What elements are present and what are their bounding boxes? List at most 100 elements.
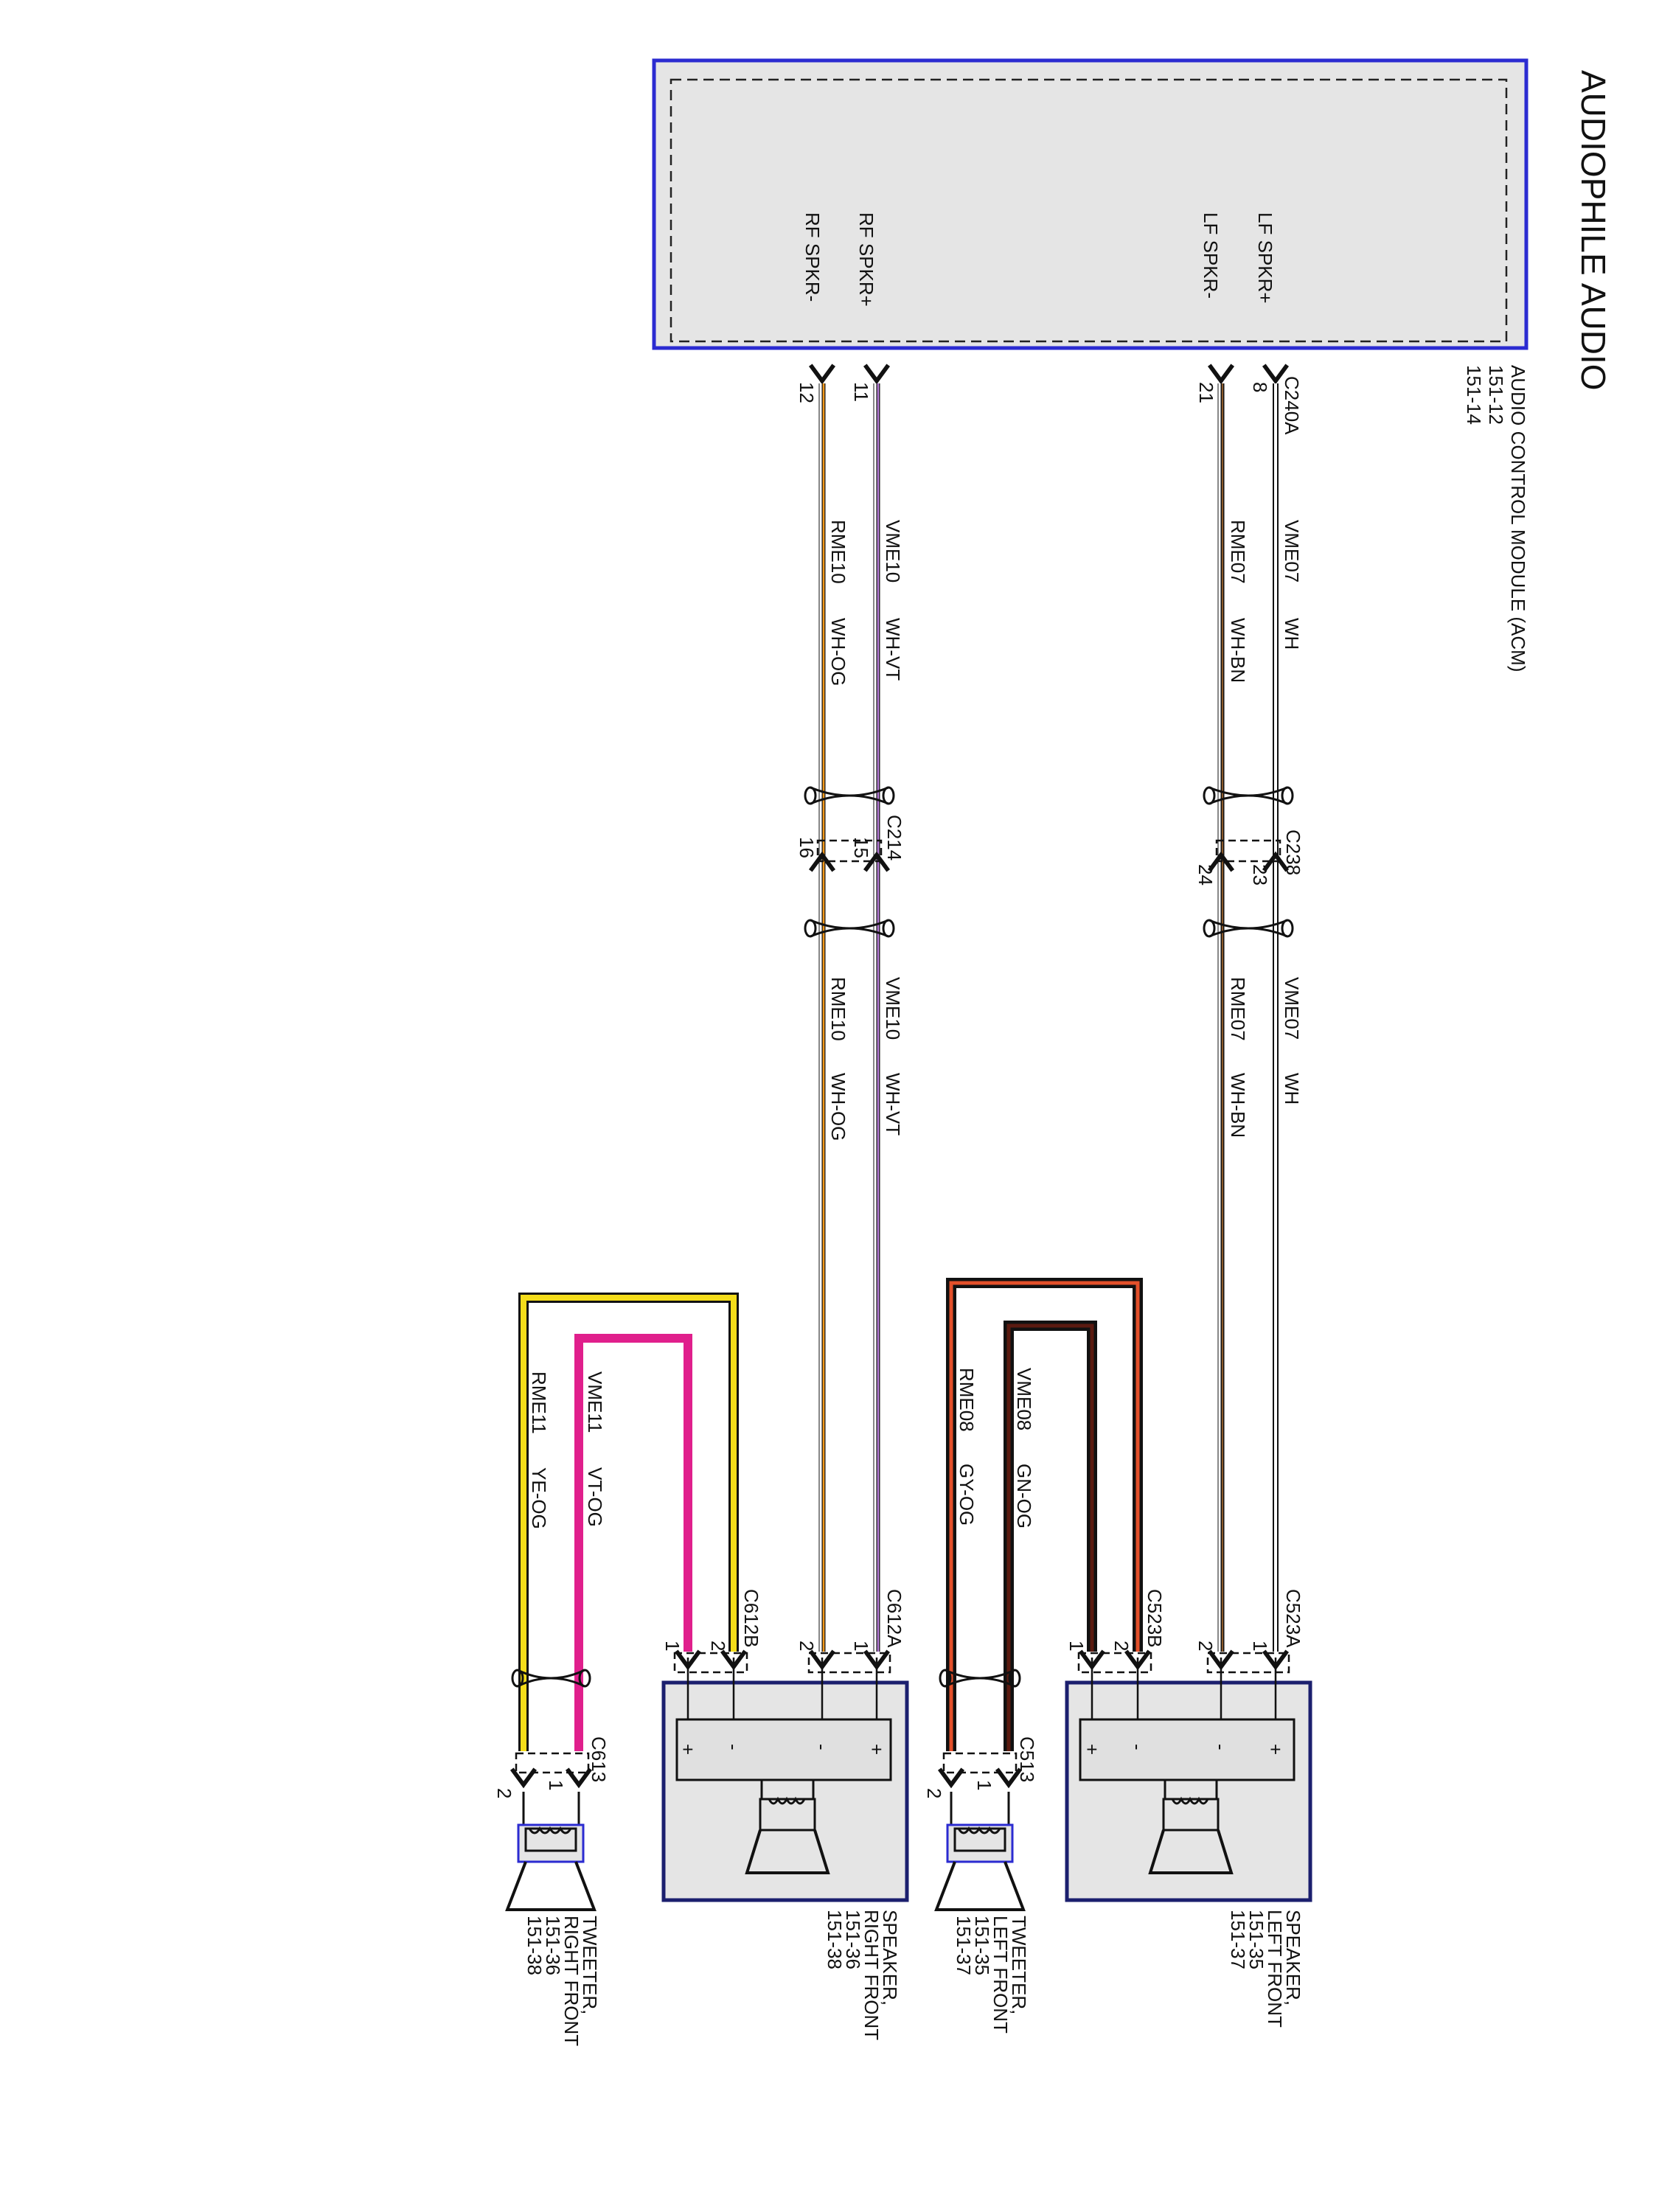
circuit-rf-plus-lower: VME10: [882, 977, 904, 1040]
circuit-rf-minus-upper: RME10: [827, 520, 849, 584]
circuit-rt-plus: VME11: [584, 1371, 606, 1433]
pin-label-rf-plus: RF SPKR+: [855, 212, 877, 307]
tweeter-lf-label-4: 151-37: [953, 1916, 975, 1975]
tweeter-rf-label-3: 151-36: [542, 1916, 564, 1975]
lf-term-4: +: [1265, 1744, 1287, 1755]
c214-pin-a: 15: [850, 837, 872, 858]
c613-arrow-1: [567, 1769, 590, 1784]
rf-connector-b: C612B: [740, 1589, 762, 1648]
pin-label-lf-minus: LF SPKR-: [1200, 212, 1222, 299]
twist-marker-c238-lower: [1203, 919, 1294, 938]
circuit-lf-minus-lower: RME07: [1227, 977, 1249, 1041]
lf-term-3: -: [1210, 1744, 1232, 1750]
lf-pin-b1: 1: [1065, 1641, 1088, 1651]
twist-marker-c214-lower: [804, 919, 895, 938]
page-title: AUDIOPHILE AUDIO: [1574, 70, 1613, 391]
lf-pin-a1: 1: [1249, 1641, 1271, 1651]
tweeter-rf-label-2: RIGHT FRONT: [560, 1916, 582, 2046]
tweeter-lf-label-1: TWEETER,: [1008, 1916, 1030, 2014]
tweeter-left-front: [934, 1792, 1026, 1911]
lf-speaker-label-2: LEFT FRONT: [1264, 1910, 1286, 2028]
tweeter-rf-pin-1: 1: [545, 1780, 567, 1790]
acm-module-name: AUDIO CONTROL MODULE (ACM): [1507, 365, 1529, 672]
twist-marker-c214-upper: [804, 786, 895, 805]
color-rt-plus: VT-OG: [584, 1467, 606, 1527]
lf-speaker-label-1: SPEAKER,: [1282, 1910, 1304, 2006]
twist-marker-c238-upper: [1203, 786, 1294, 805]
c613-arrow-2: [512, 1769, 535, 1784]
twist-marker-c613: [511, 1669, 591, 1688]
rf-term-2: -: [723, 1744, 745, 1750]
lf-pin-b2: 2: [1110, 1641, 1133, 1651]
wire-rt-plus: [574, 1334, 692, 1751]
tweeter-lf-label-3: 151-35: [971, 1916, 993, 1975]
c238-pin-b: 24: [1194, 864, 1217, 886]
rf-speaker-label-4: 151-38: [824, 1910, 846, 1969]
tweeter-lf-label-2: LEFT FRONT: [990, 1916, 1012, 2034]
color-rf-minus-lower: WH-OG: [827, 1073, 849, 1141]
pin-label-rf-minus: RF SPKR-: [801, 212, 824, 302]
rf-term-4: +: [866, 1744, 888, 1755]
circuit-lt-plus: VME08: [1013, 1368, 1035, 1430]
wire-rt-minus: [518, 1293, 739, 1751]
lf-connector-b: C523B: [1144, 1589, 1166, 1648]
tweeter-lf-pin-1: 1: [973, 1780, 995, 1790]
circuit-rf-minus-lower: RME10: [827, 977, 849, 1041]
rf-speaker-label-3: 151-36: [842, 1910, 864, 1969]
color-lf-minus-upper: WH-BN: [1227, 618, 1249, 683]
tweeter-rf-label-1: TWEETER,: [579, 1916, 601, 2014]
acm-module-inner-dashed: [669, 78, 1508, 343]
wire-lt-minus: [946, 1278, 1143, 1751]
speaker-right-front: [661, 1652, 909, 1902]
c214-pin-b: 16: [796, 837, 818, 858]
twist-marker-c513: [939, 1669, 1021, 1688]
lf-term-2: -: [1127, 1744, 1149, 1750]
connector-c214-label: C214: [883, 815, 905, 860]
acm-ref-1: 151-12: [1485, 365, 1507, 425]
color-rt-minus: YE-OG: [528, 1467, 550, 1529]
tweeter-rf-label-4: 151-38: [524, 1916, 546, 1975]
tweeter-right-front: [505, 1792, 597, 1911]
tweeter-lf-pin-2: 2: [923, 1788, 945, 1798]
rf-term-1: +: [677, 1744, 699, 1755]
tweeter-lf-connector: C513: [1016, 1736, 1038, 1782]
color-lt-plus: GN-OG: [1013, 1464, 1035, 1528]
color-rf-minus-upper: WH-OG: [827, 618, 849, 686]
acm-pin-num-rf-minus: 12: [796, 382, 818, 403]
color-rf-plus-upper: WH-VT: [882, 618, 904, 681]
wire-lf-minus: [1217, 383, 1225, 1652]
acm-module-box: [652, 58, 1528, 350]
connector-c238-dashed: [1215, 839, 1281, 863]
color-lf-plus-upper: WH: [1281, 618, 1303, 650]
c513-arrow-2: [939, 1769, 962, 1784]
pin-label-lf-plus: LF SPKR+: [1254, 212, 1276, 304]
tweeter-rf-connector: C613: [588, 1736, 610, 1782]
rf-pin-b1: 1: [661, 1641, 684, 1651]
acm-pin-num-rf-plus: 11: [850, 382, 872, 402]
connector-c613-dashed: [515, 1752, 590, 1774]
circuit-rf-plus-upper: VME10: [882, 520, 904, 582]
wire-rf-minus: [818, 383, 826, 1652]
lf-speaker-label-4: 151-37: [1227, 1910, 1249, 1969]
acm-arrow-rf-minus: [810, 365, 833, 380]
connector-c214-dashed: [816, 839, 883, 863]
rf-connector-a: C612A: [883, 1589, 905, 1648]
rf-pin-a2: 2: [796, 1641, 818, 1651]
rf-pin-b2: 2: [707, 1641, 729, 1651]
lf-connector-a: C523A: [1282, 1589, 1304, 1648]
c238-pin-a: 23: [1249, 864, 1271, 886]
connector-c513-dashed: [942, 1752, 1018, 1774]
acm-pin-num-lf-plus: 8: [1249, 382, 1271, 392]
circuit-rt-minus: RME11: [528, 1371, 550, 1434]
rf-pin-a1: 1: [850, 1641, 872, 1651]
tweeter-rf-pin-2: 2: [493, 1788, 515, 1798]
lf-speaker-label-3: 151-35: [1245, 1910, 1267, 1969]
color-lf-minus-lower: WH-BN: [1227, 1073, 1249, 1138]
acm-connector-label: C240A: [1281, 376, 1303, 435]
circuit-lf-plus-upper: VME07: [1281, 520, 1303, 582]
color-lf-plus-lower: WH: [1281, 1073, 1303, 1105]
speaker-left-front: [1065, 1652, 1312, 1902]
connector-c238-label: C238: [1282, 830, 1304, 875]
lf-term-1: +: [1081, 1744, 1103, 1755]
